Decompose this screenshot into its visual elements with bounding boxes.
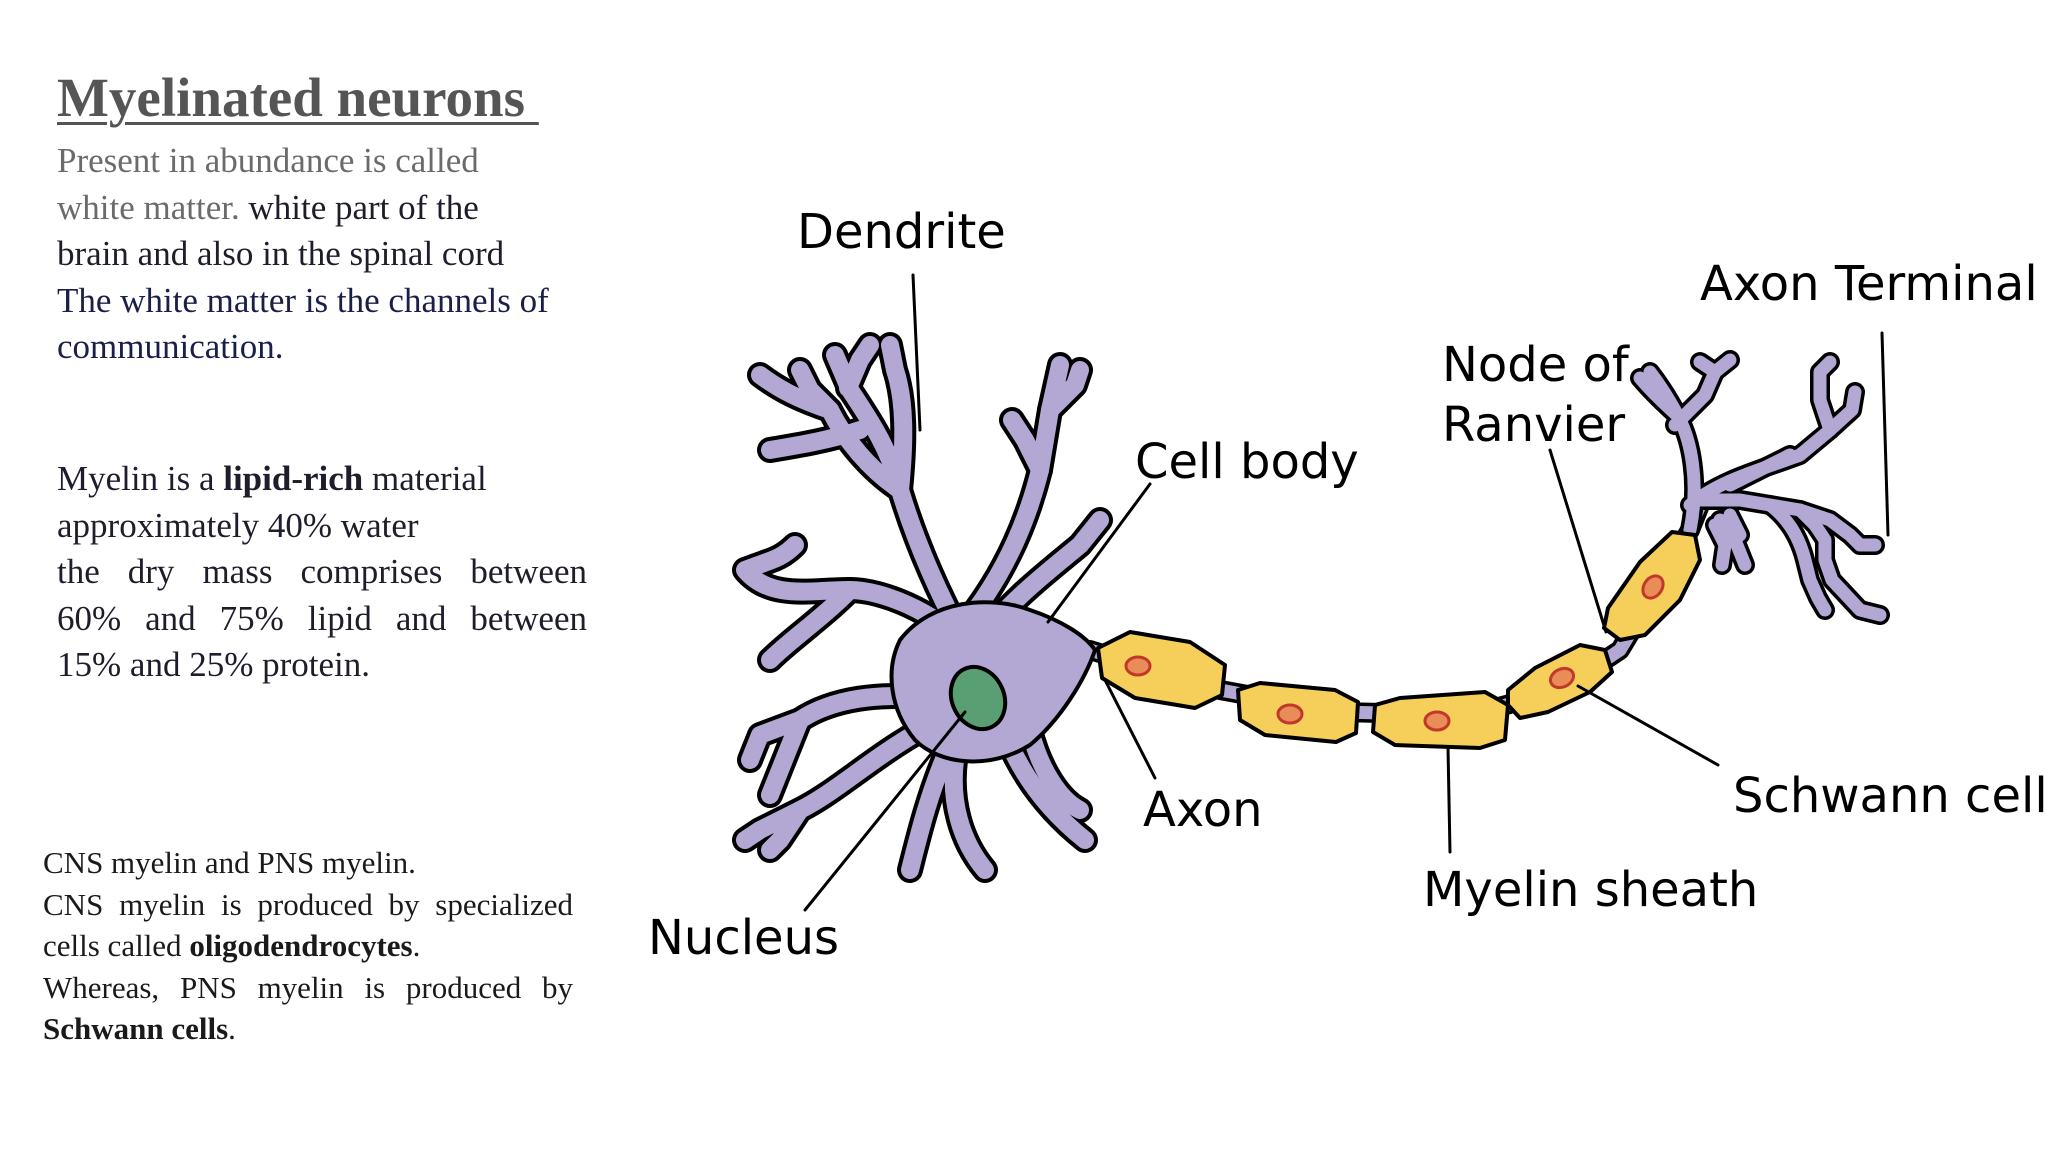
label-dendrite: Dendrite	[797, 204, 1006, 260]
text-line: cells called oligodendrocytes.	[43, 925, 573, 967]
schwann-cell-nuclei	[1124, 574, 1665, 732]
leader-line-myelin-sheath	[1446, 746, 1452, 854]
text-line: Myelin is a lipid-rich material	[57, 456, 587, 503]
slide-title: Myelinated neurons	[57, 67, 539, 128]
text-span: .	[412, 928, 421, 964]
label-cell-body: Cell body	[1135, 434, 1359, 490]
text-line: white matter. white part of the	[57, 185, 617, 232]
label-node-of-ranvier-line2: Ranvier	[1442, 397, 1625, 453]
text-span: Myelin is a	[57, 459, 224, 498]
text-line: the dry mass comprises between	[57, 552, 587, 591]
leader-line-axon-terminal	[1880, 331, 1890, 537]
text-span: cells called	[43, 928, 190, 964]
text-line: Whereas, PNS myelin is produced by	[43, 969, 573, 1005]
text-line: CNS myelin is produced by specialized	[43, 886, 573, 922]
text-line: communication.	[57, 327, 284, 366]
paragraph-cns-pns-myelin: CNS myelin and PNS myelin. CNS myelin is…	[43, 842, 573, 1050]
text-span: material	[363, 459, 487, 498]
axon-terminal-branches	[1630, 350, 1890, 625]
text-line: Present in abundance is called	[57, 141, 479, 180]
paragraph-white-matter: Present in abundance is called white mat…	[57, 138, 617, 371]
label-node-of-ranvier-line1: Node of	[1442, 337, 1630, 393]
text-line: 15% and 25% protein.	[57, 645, 370, 684]
text-span: white part of the	[239, 187, 479, 227]
text-line: approximately 40% water	[57, 505, 419, 545]
leader-line-node-of-ranvier	[1548, 448, 1608, 634]
text-line: The white matter is the channels of	[57, 280, 549, 320]
schwann-cell-1	[1096, 630, 1227, 710]
schwann-nucleus	[1124, 655, 1152, 677]
label-schwann-cell: Schwann cell	[1733, 768, 2048, 824]
schwann-nucleus	[1423, 710, 1451, 732]
leader-line-axon	[1103, 678, 1157, 780]
leader-line-cell-body	[1046, 482, 1152, 624]
label-axon-terminal: Axon Terminal	[1700, 256, 2038, 312]
dendrite-branches	[732, 332, 1113, 883]
bold-text: Schwann cells	[43, 1011, 229, 1047]
text-line: CNS myelin and PNS myelin.	[43, 845, 416, 880]
label-nucleus: Nucleus	[648, 910, 839, 966]
label-myelin-sheath: Myelin sheath	[1423, 862, 1758, 918]
text-span: .	[228, 1011, 236, 1047]
myelin-sheath	[1096, 530, 1702, 750]
text-line: Schwann cells.	[43, 1008, 573, 1050]
schwann-nucleus	[1548, 666, 1576, 690]
text-line: 60% and 75% lipid and between	[57, 598, 587, 638]
leader-line-dendrite	[911, 273, 922, 432]
bold-text: lipid-rich	[223, 459, 364, 498]
leader-lines	[803, 273, 1890, 912]
schwann-nucleus	[1641, 574, 1665, 600]
text-line: brain and also in the spinal cord	[57, 234, 505, 273]
leader-line-schwann-cell	[1576, 684, 1720, 767]
paragraph-myelin-composition: Myelin is a lipid-rich material approxim…	[57, 456, 587, 689]
schwann-nucleus	[1276, 703, 1304, 725]
bold-text: oligodendrocytes	[189, 928, 413, 964]
leader-line-nucleus	[803, 710, 967, 912]
text-span: white matter.	[57, 187, 240, 227]
label-axon: Axon	[1143, 782, 1263, 838]
